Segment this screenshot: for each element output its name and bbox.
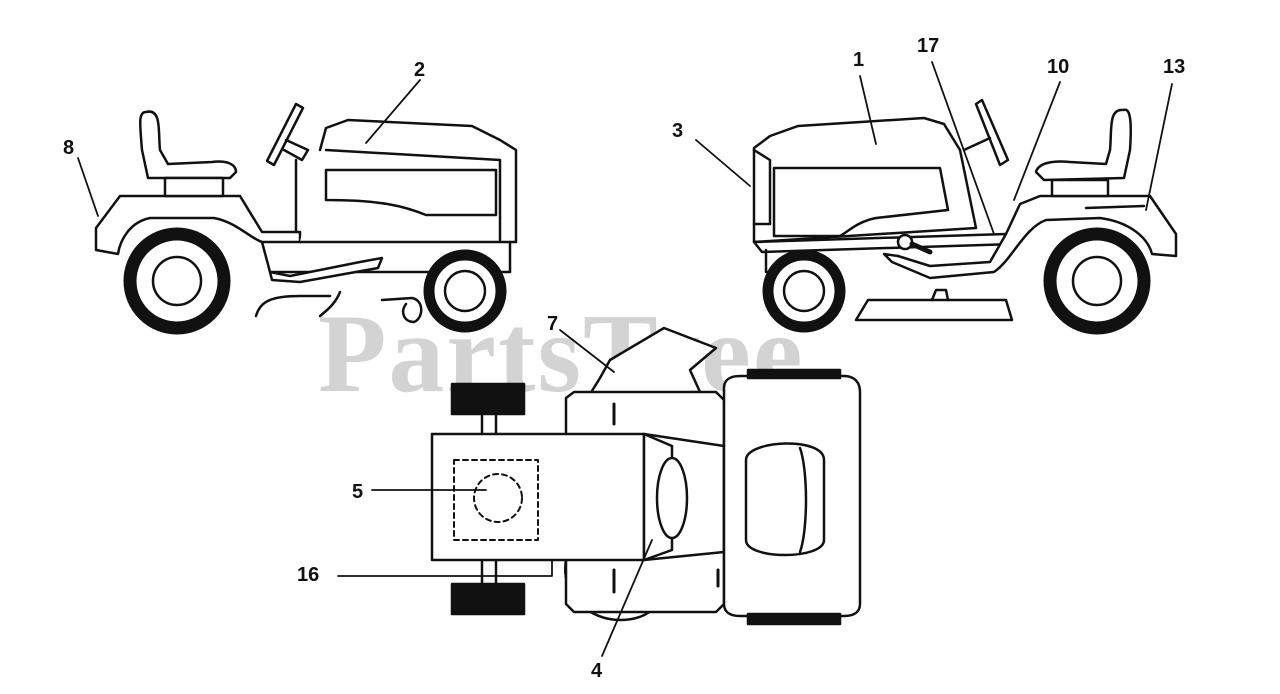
callout-4: 4 <box>591 660 603 682</box>
callout-10: 10 <box>1047 56 1070 78</box>
callout-1: 1 <box>853 49 865 71</box>
right-side-tractor <box>695 61 1178 335</box>
partstree-watermark: PartsTree <box>318 292 805 416</box>
callout-8: 8 <box>63 137 75 159</box>
top-view-tractor <box>337 326 862 657</box>
callout-7: 7 <box>547 313 559 335</box>
callout-16: 16 <box>297 564 320 586</box>
callout-13: 13 <box>1163 56 1186 78</box>
left-side-tractor <box>77 79 518 335</box>
callout-3: 3 <box>672 120 684 142</box>
callout-5: 5 <box>352 481 364 503</box>
callout-2: 2 <box>414 59 426 81</box>
callout-17: 17 <box>917 35 940 57</box>
